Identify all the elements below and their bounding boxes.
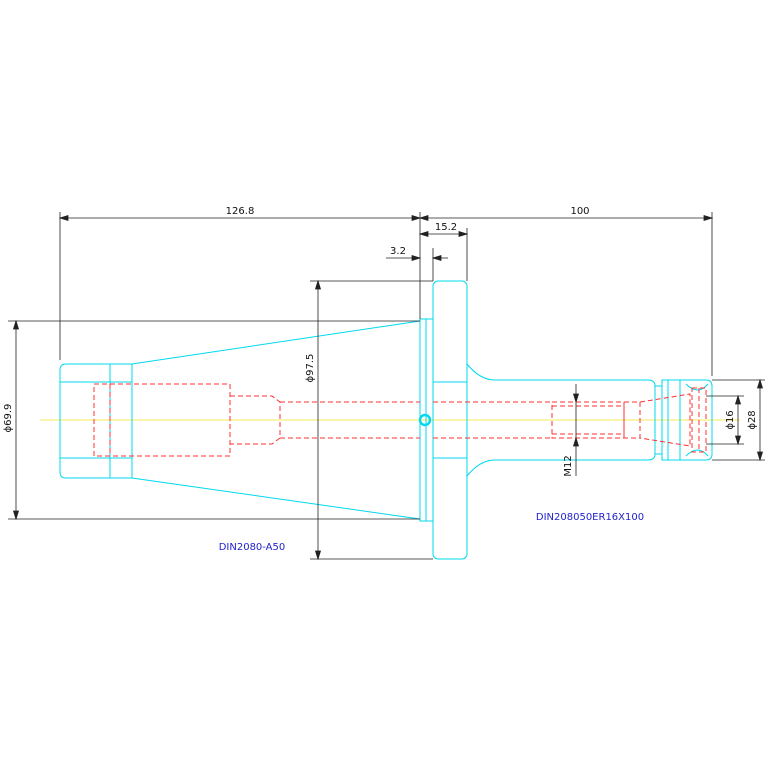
nut-arc-top [685,383,709,391]
part-outline [59,280,713,560]
dim-text-3-2: 3.2 [390,246,406,257]
hidden-collet-cone [639,393,691,447]
arrow-15-right [458,230,469,238]
arrow-69-bottom [12,510,20,521]
arrow-97-top [314,279,322,290]
arrow-15-left [418,230,429,238]
arrow-m12-top [572,393,580,404]
arrow-126-right [411,214,422,222]
arrow-3-left [411,254,422,262]
arrow-m12-bottom [572,436,580,447]
label-din208050er16x100: DIN208050ER16X100 [536,512,644,523]
flange-outline [432,280,468,560]
dim-text-phi-16: ϕ16 [725,410,736,429]
hidden-lines [93,383,707,457]
arrow-100-right [703,214,714,222]
center-mark [418,413,432,427]
dimension-lines [8,212,765,561]
arrow-97-bottom [314,550,322,561]
dim-text-m12: M12 [563,455,574,476]
dim-text-phi-28: ϕ28 [747,410,758,429]
dim-text-100: 100 [570,206,589,217]
hidden-nut-inner [691,387,707,453]
dim-text-126-8: 126.8 [226,206,255,217]
arrow-16-top [734,394,742,405]
arrow-126-left [58,214,69,222]
arrow-69-top [12,319,20,330]
nut-arc-bottom [685,449,709,457]
hidden-collet-pocket [623,401,641,439]
arrow-100-left [418,214,429,222]
arrow-28-bottom [756,451,764,462]
arrow-16-bottom [734,435,742,446]
dim-text-phi-69-9: ϕ69.9 [3,404,14,433]
taper-end-outline [59,363,133,479]
arrow-3-right [431,254,442,262]
label-din2080-a50: DIN2080-A50 [219,542,286,553]
dim-text-15-2: 15.2 [435,222,457,233]
arrow-28-top [756,378,764,389]
dim-text-phi-97-5: ϕ97.5 [305,354,316,383]
collet-nut-outline [661,379,713,461]
hidden-bore-left [93,383,231,457]
hidden-thread-bore [551,401,625,439]
hidden-bore-step [230,395,281,445]
holder-body-outline [466,363,656,477]
